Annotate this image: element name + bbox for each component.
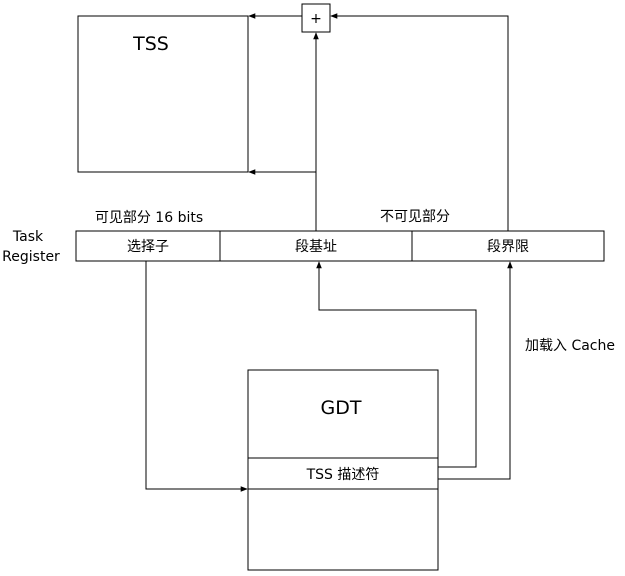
register-field-base: 段基址: [295, 238, 337, 255]
tss-title: TSS: [132, 33, 169, 55]
register-field-selector: 选择子: [127, 239, 169, 255]
gdt-title: GDT: [321, 397, 362, 419]
visible-part-label: 可见部分 16 bits: [95, 210, 203, 226]
arrow-descriptor-to-limit: [438, 261, 513, 480]
arrow-descriptor-to-base: [316, 261, 477, 468]
adder-box: [301, 3, 331, 33]
invisible-part-label: 不可见部分: [380, 209, 450, 225]
arrow-limit-to-adder: [330, 13, 509, 231]
adder-symbol: +: [310, 11, 322, 27]
task-register-label-line2: Register: [2, 249, 60, 265]
gdt-descriptor-label: TSS 描述符: [306, 467, 380, 483]
arrow-selector-to-gdt: [145, 261, 248, 492]
register-field-limit: 段界限: [487, 239, 529, 255]
task-register-box: [75, 230, 605, 262]
cache-load-label: 加载入 Cache: [525, 338, 615, 354]
tss-box: [77, 15, 249, 173]
task-register-label-line1: Task: [12, 229, 44, 245]
gdt-box: [247, 369, 439, 571]
